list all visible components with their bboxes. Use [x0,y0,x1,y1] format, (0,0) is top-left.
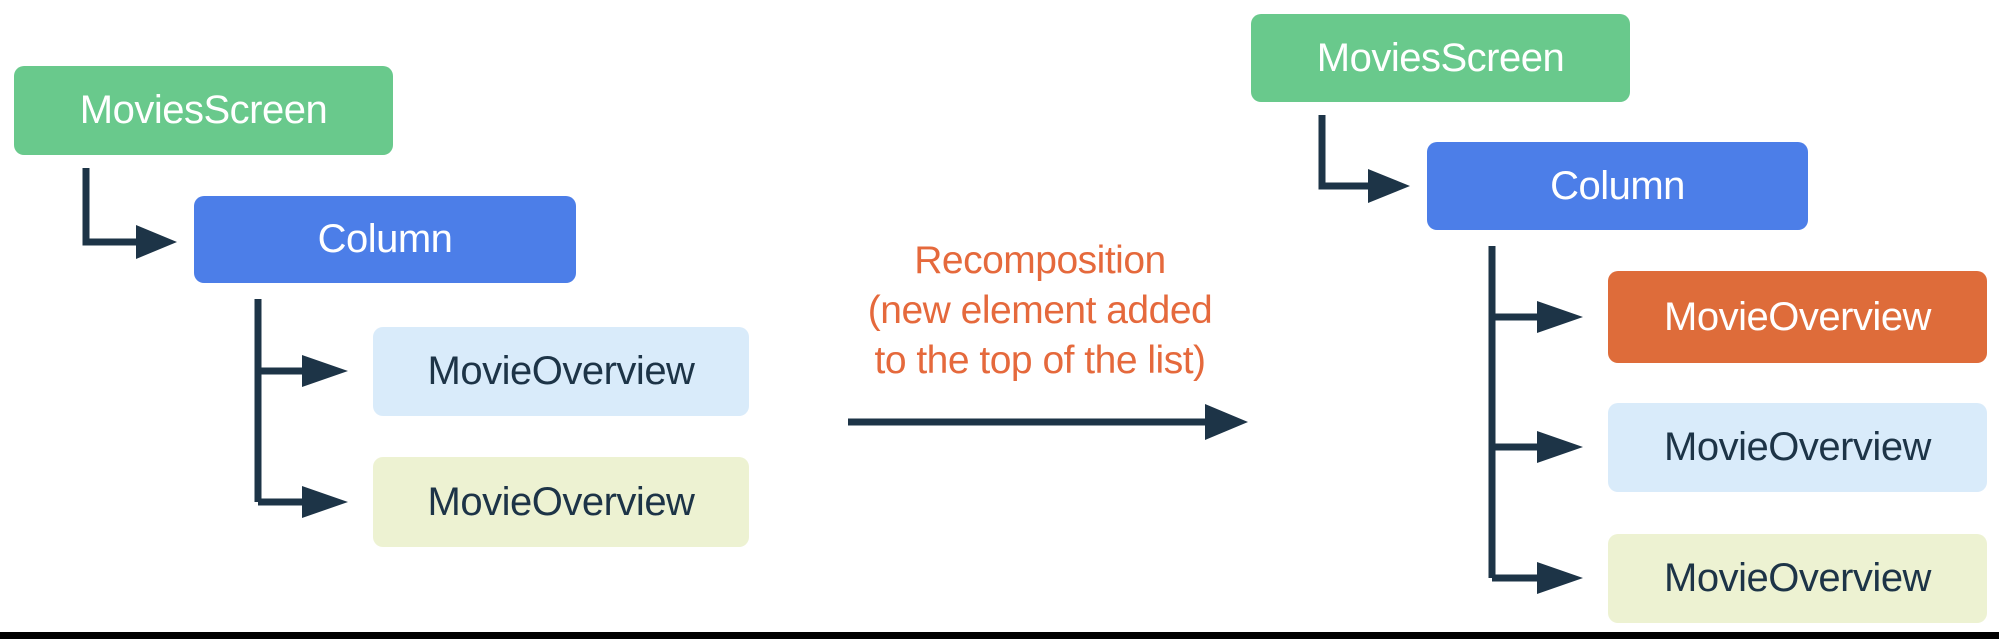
right-tree-movieoverview-3-node: MovieOverview [1608,534,1987,623]
annotation-line-3: to the top of the list) [874,339,1206,382]
left-tree-root-node: MoviesScreen [14,66,393,155]
right-tree-movieoverview-new-node: MovieOverview [1608,271,1987,363]
right-tree-column-node: Column [1427,142,1808,230]
right-tree-root-node: MoviesScreen [1251,14,1630,102]
right-root-to-column-connector [1318,115,1410,203]
right-tree-movieoverview-2-node: MovieOverview [1608,403,1987,492]
recomposition-annotation: Recomposition (new element added to the … [810,236,1270,386]
left-tree-movieoverview-1-node: MovieOverview [373,327,749,416]
left-tree-movieoverview-2-node: MovieOverview [373,457,749,547]
left-root-to-column-connector [82,168,177,259]
right-column-children-connector [1488,246,1583,594]
left-tree-column-node: Column [194,196,576,283]
bottom-border-bar [0,632,1999,639]
annotation-line-2: (new element added [867,289,1213,332]
recomposition-arrow [848,404,1248,440]
left-column-children-connector [254,299,348,518]
annotation-line-1: Recomposition [914,239,1166,282]
